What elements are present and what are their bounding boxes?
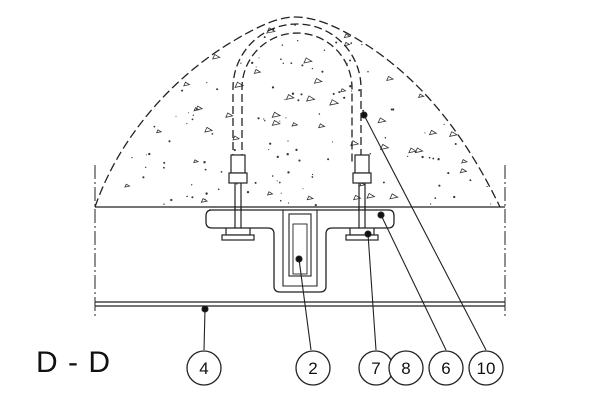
concrete-haunch-outline — [94, 16, 501, 208]
callout-6: 6 — [428, 350, 464, 386]
svg-text:6: 6 — [441, 359, 450, 378]
concrete-hatch — [95, 17, 499, 207]
u-bolt-inner — [241, 32, 353, 162]
section-title: D - D — [36, 346, 111, 379]
svg-text:10: 10 — [477, 359, 496, 378]
bracket-web-inner — [288, 213, 312, 277]
callout-4: 4 — [186, 350, 222, 386]
u-bolt-outer — [232, 23, 362, 162]
support-bracket — [205, 209, 395, 293]
u-bolt-right-leg — [345, 154, 379, 241]
bracket-web-slot — [292, 223, 308, 275]
bracket-web-outline — [282, 210, 318, 287]
svg-text:8: 8 — [401, 359, 410, 378]
callout-7: 7 — [358, 350, 394, 386]
svg-text:2: 2 — [308, 359, 317, 378]
callout-10: 10 — [468, 350, 504, 386]
callout-2: 2 — [295, 350, 331, 386]
svg-text:7: 7 — [371, 359, 380, 378]
svg-text:4: 4 — [199, 359, 208, 378]
callout-8: 8 — [388, 350, 424, 386]
leader-lines — [201, 111, 487, 351]
